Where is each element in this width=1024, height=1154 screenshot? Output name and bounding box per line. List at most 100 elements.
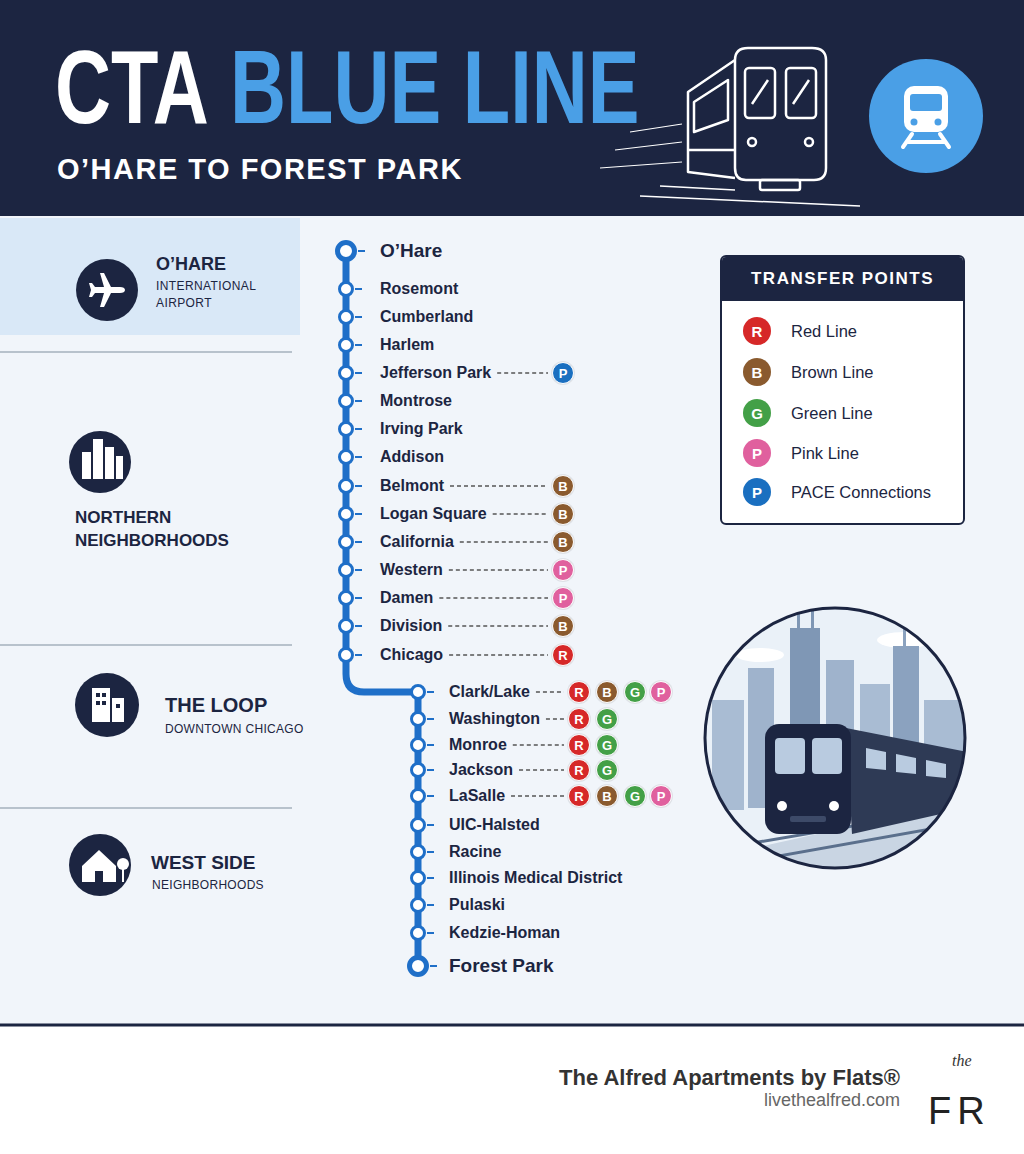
station-dot xyxy=(410,925,426,941)
legend-swatch: R xyxy=(743,317,771,345)
station-name: Kedzie-Homan xyxy=(449,924,560,942)
station-tick xyxy=(427,932,434,934)
footer-rule xyxy=(0,1024,1024,1027)
transfer-badge: B xyxy=(596,785,618,807)
station-dot xyxy=(338,421,354,437)
station-tick xyxy=(427,904,434,906)
legend-text: Pink Line xyxy=(791,443,859,463)
line-segment xyxy=(343,408,350,422)
badge-letter: B xyxy=(558,536,567,549)
station-name: Cumberland xyxy=(380,308,473,326)
transfer-badge: P xyxy=(552,362,574,384)
station-stop: Cumberland xyxy=(338,308,473,326)
transfer-leader xyxy=(513,744,564,746)
legend-swatch: G xyxy=(743,399,771,427)
station-dot xyxy=(338,647,354,663)
transfer-leader xyxy=(519,769,564,771)
station-tick xyxy=(355,400,362,402)
transfer-badge: B xyxy=(596,681,618,703)
badge-letter: G xyxy=(602,764,612,777)
station-tick xyxy=(355,288,362,290)
station-name: Western xyxy=(380,561,443,579)
station-tick xyxy=(355,456,362,458)
station-tick xyxy=(355,513,362,515)
transfer-badge: G xyxy=(596,708,618,730)
station-dot xyxy=(410,684,426,700)
station-name: Montrose xyxy=(380,392,452,410)
transfer-badge: R xyxy=(552,644,574,666)
station-dot xyxy=(407,955,429,977)
transfer-leader xyxy=(450,485,548,487)
transfer-leader xyxy=(439,597,548,599)
station-stop: Addison xyxy=(338,448,444,466)
station-tick xyxy=(430,965,437,967)
plane-icon xyxy=(76,259,138,321)
badge-letter: P xyxy=(559,564,568,577)
section-dividers xyxy=(0,352,292,808)
station-name: Washington xyxy=(449,710,540,728)
line-segment xyxy=(343,352,350,366)
transfer-badge: R xyxy=(568,759,590,781)
header-band xyxy=(0,0,1024,216)
airport-text: O’HAREINTERNATIONAL AIRPORT xyxy=(156,253,291,312)
line-segment xyxy=(343,633,350,648)
transfer-badge: R xyxy=(568,708,590,730)
transfer-badge: B xyxy=(552,503,574,525)
station-name: Logan Square xyxy=(380,505,487,523)
line-segment xyxy=(343,464,350,479)
badge-letter: G xyxy=(602,713,612,726)
station-dot xyxy=(338,618,354,634)
station-name: Forest Park xyxy=(449,955,554,977)
line-segment xyxy=(346,662,412,692)
transfer-leader xyxy=(449,654,548,656)
skyline-picture xyxy=(700,598,970,880)
transfer-badge: R xyxy=(568,785,590,807)
line-segment xyxy=(343,324,350,338)
station-stop: California xyxy=(338,533,454,551)
station-stop: Monroe xyxy=(410,736,507,754)
badge-letter: G xyxy=(630,790,640,803)
transfer-leader xyxy=(546,718,564,720)
station-dot xyxy=(410,762,426,778)
station-name: Chicago xyxy=(380,646,443,664)
station-name: Jackson xyxy=(449,761,513,779)
transfer-badge: G xyxy=(624,785,646,807)
transfer-leader xyxy=(493,513,548,515)
station-dot xyxy=(338,562,354,578)
station-name: Irving Park xyxy=(380,420,463,438)
terminal-station: O’Hare xyxy=(335,240,442,262)
legend-text: Green Line xyxy=(791,403,873,423)
station-tick xyxy=(358,250,365,252)
airport-band: O’HAREINTERNATIONAL AIRPORT xyxy=(0,218,300,335)
downtown-icon xyxy=(75,673,139,737)
text-label: O’HARE TO FOREST PARK xyxy=(57,153,463,186)
station-dot xyxy=(338,365,354,381)
legend-row: P Pink Line xyxy=(743,439,859,467)
transfer-leader xyxy=(497,372,548,374)
station-name: Illinois Medical District xyxy=(449,869,622,887)
text-label: FR xyxy=(928,1090,991,1133)
station-stop: Pulaski xyxy=(410,896,505,914)
station-name: Clark/Lake xyxy=(449,683,530,701)
legend-text: Red Line xyxy=(791,321,857,341)
station-stop: Clark/Lake xyxy=(410,683,530,701)
transfer-badge: R xyxy=(568,681,590,703)
badge-letter: B xyxy=(558,620,567,633)
station-name: Division xyxy=(380,617,442,635)
station-dot xyxy=(338,590,354,606)
station-dot xyxy=(338,337,354,353)
station-tick xyxy=(427,824,434,826)
badge-letter: B xyxy=(602,790,611,803)
transfer-leader xyxy=(449,569,548,571)
station-tick xyxy=(355,541,362,543)
legend-swatch: P xyxy=(743,439,771,467)
house-icon xyxy=(69,834,131,896)
line-segment xyxy=(415,912,422,926)
station-name: California xyxy=(380,533,454,551)
badge-letter: R xyxy=(574,764,583,777)
station-tick xyxy=(355,654,362,656)
station-name: Damen xyxy=(380,589,433,607)
station-stop: Rosemont xyxy=(338,280,458,298)
legend-row: BBrown Line xyxy=(743,358,874,386)
